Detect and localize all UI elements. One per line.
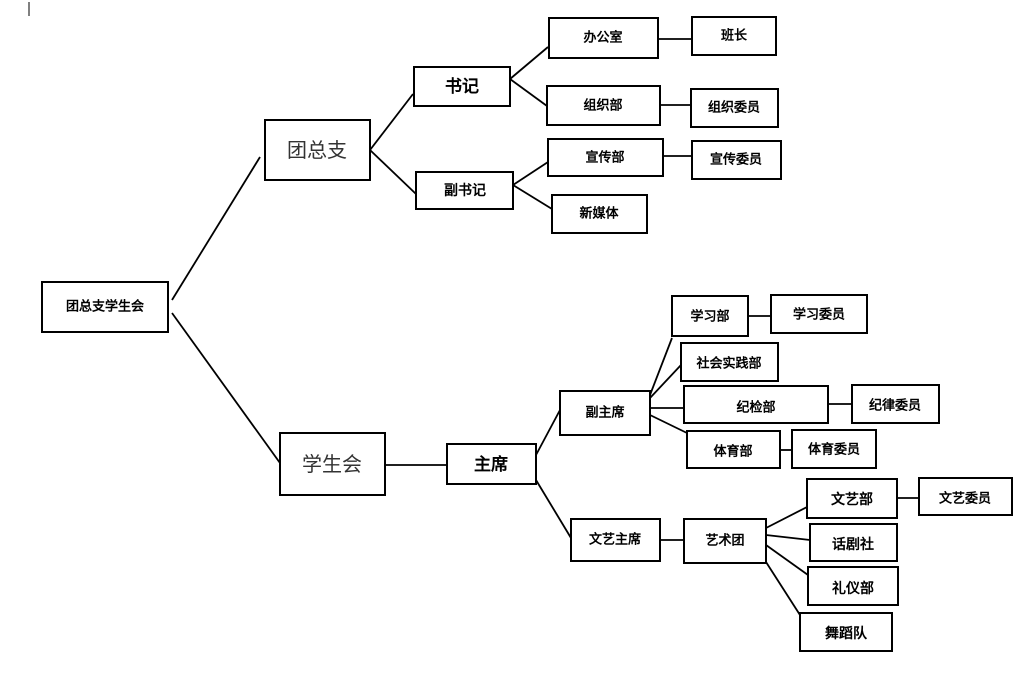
node-xuexibu: 学习部 xyxy=(671,295,749,337)
node-xuanchuanweiyuan-label: 宣传委员 xyxy=(710,152,762,168)
edge-yishutuan-wenyibu xyxy=(765,506,808,529)
node-jilvweiyuan-label: 纪律委员 xyxy=(869,398,921,414)
node-xuanchuanbu-label: 宣传部 xyxy=(585,150,624,166)
node-huajushe: 话剧社 xyxy=(809,523,898,562)
node-tiyuweiyuan: 体育委员 xyxy=(791,429,877,469)
node-banzhang: 班长 xyxy=(691,16,777,56)
edge-fushuji-xinmeiti xyxy=(512,184,553,210)
node-wenyizhuxi: 文艺主席 xyxy=(570,518,661,562)
edge-fuzhuxi-xuexibu xyxy=(649,337,673,396)
node-wenyibu-label: 文艺部 xyxy=(831,491,873,508)
node-tiyuweiyuan-label: 体育委员 xyxy=(808,442,860,458)
edge-fuzhuxi-shehuishijianbu xyxy=(649,364,682,399)
edge-yishutuan-liyibu xyxy=(765,544,809,576)
node-xuexibu-label: 学习部 xyxy=(690,309,729,325)
node-zuzhiweiyuan-label: 组织委员 xyxy=(708,100,760,116)
node-xinmeiti: 新媒体 xyxy=(551,194,648,234)
node-huajushe-label: 话剧社 xyxy=(832,536,874,553)
node-tuanzongzhi: 团总支 xyxy=(264,119,371,181)
node-jilvweiyuan: 纪律委员 xyxy=(851,384,940,424)
node-root: 团总支学生会 xyxy=(41,281,169,333)
edge-tuanzongzhi-shuji xyxy=(369,93,414,151)
node-wenyibu: 文艺部 xyxy=(806,478,898,519)
node-zuzhiweiyuan: 组织委员 xyxy=(690,88,779,128)
node-wenyiweiyuan: 文艺委员 xyxy=(918,477,1013,516)
node-tiyubu: 体育部 xyxy=(686,430,781,469)
node-shuji-label: 书记 xyxy=(445,77,479,97)
node-shehuishijianbu: 社会实践部 xyxy=(680,342,779,382)
node-zhuxi-label: 主席 xyxy=(474,454,508,475)
node-zuzhibu: 组织部 xyxy=(546,85,661,126)
edge-shuji-bangongshi xyxy=(509,46,549,80)
node-jijianbu: 纪检部 xyxy=(683,385,829,424)
edge-yishutuan-wudaodui xyxy=(765,561,801,616)
node-bangongshi: 办公室 xyxy=(548,17,659,59)
node-wudaodui-label: 舞蹈队 xyxy=(825,625,868,642)
edge-fuzhuxi-tiyubu xyxy=(649,414,688,434)
node-wenyizhuxi-label: 文艺主席 xyxy=(589,532,641,548)
node-fuzhuxi: 副主席 xyxy=(559,390,651,436)
node-xinmeiti-label: 新媒体 xyxy=(579,206,619,222)
edge-root-xueshenghui xyxy=(171,312,281,464)
edge-tuanzongzhi-fushuji xyxy=(369,149,417,195)
edge-zhuxi-wenyizhuxi xyxy=(535,479,572,539)
node-shehuishijianbu-label: 社会实践部 xyxy=(695,356,761,372)
node-tiyubu-label: 体育部 xyxy=(713,444,752,460)
edge-fushuji-xuanchuanbu xyxy=(512,161,549,186)
node-xuanchuanbu: 宣传部 xyxy=(547,138,664,177)
node-liyibu: 礼仪部 xyxy=(807,566,899,606)
node-yishutuan: 艺术团 xyxy=(683,518,767,564)
node-root-label: 团总支学生会 xyxy=(66,299,145,315)
edge-zhuxi-fuzhuxi xyxy=(535,409,561,456)
node-xuexiweiyuan-label: 学习委员 xyxy=(793,307,845,323)
node-zuzhibu-label: 组织部 xyxy=(583,98,622,114)
node-fuzhuxi-label: 副主席 xyxy=(585,405,624,421)
connector-lines xyxy=(171,38,919,616)
node-liyibu-label: 礼仪部 xyxy=(832,580,874,597)
node-fushuji-label: 副书记 xyxy=(444,182,486,199)
node-tuanzongzhi-label: 团总支 xyxy=(287,138,347,162)
node-xuexiweiyuan: 学习委员 xyxy=(770,294,868,334)
node-xuanchuanweiyuan: 宣传委员 xyxy=(691,140,782,180)
node-fushuji: 副书记 xyxy=(415,171,514,210)
node-wudaodui: 舞蹈队 xyxy=(799,612,893,652)
node-zhuxi: 主席 xyxy=(446,443,537,485)
node-jijianbu-label: 纪检部 xyxy=(736,400,775,416)
node-bangongshi-label: 办公室 xyxy=(583,30,622,46)
node-yishutuan-label: 艺术团 xyxy=(705,533,744,549)
edge-shuji-zuzhibu xyxy=(509,78,548,107)
node-xueshenghui: 学生会 xyxy=(279,432,386,496)
node-xueshenghui-label: 学生会 xyxy=(302,452,362,476)
edge-yishutuan-huajushe xyxy=(765,534,811,541)
node-banzhang-label: 班长 xyxy=(721,28,748,44)
edge-root-tuanzongzhi xyxy=(171,156,261,301)
node-shuji: 书记 xyxy=(413,66,511,107)
node-wenyiweiyuan-label: 文艺委员 xyxy=(939,491,991,507)
